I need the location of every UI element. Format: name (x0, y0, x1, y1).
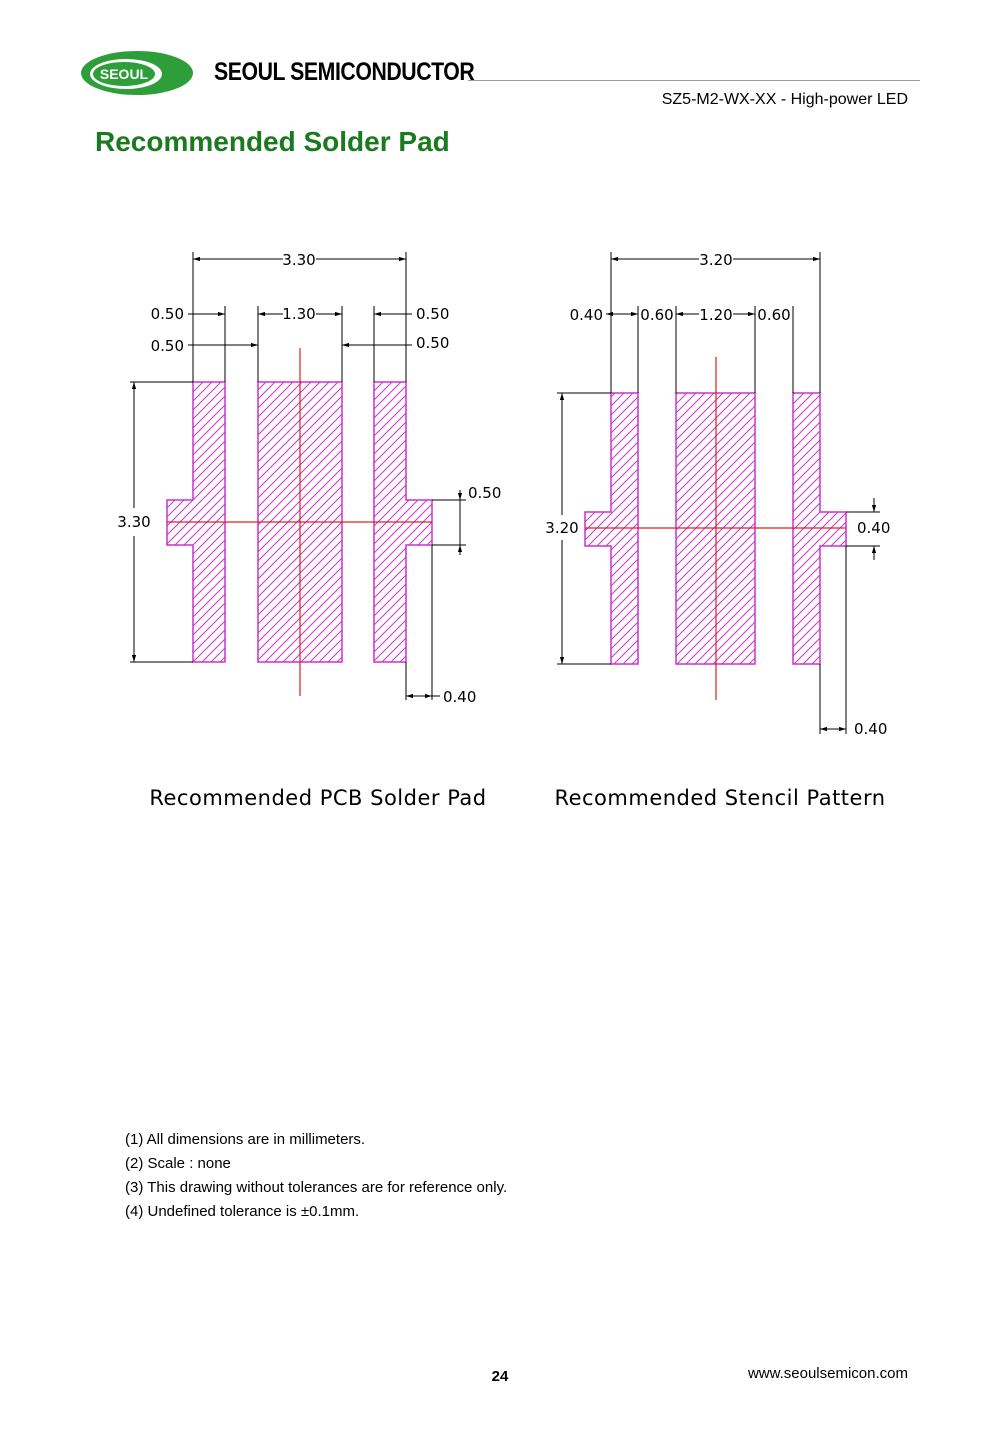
logo-text: SEOUL (100, 66, 149, 82)
pcb-caption: Recommended PCB Solder Pad (149, 786, 486, 810)
pcb-dim-right-pad: 0.50 (416, 305, 449, 323)
notes-list: (1) All dimensions are in millimeters. (… (125, 1128, 507, 1224)
pcb-dim-center-pad: 1.30 (282, 305, 315, 323)
note-item: (2) Scale : none (125, 1155, 231, 1172)
stencil-dim-left-gap: 0.60 (640, 306, 673, 324)
brand-name: SEOUL SEMICONDUCTOR (214, 58, 475, 86)
stencil-dim-right-gap: 0.60 (757, 306, 790, 324)
pcb-dim-tab-height: 0.50 (468, 484, 501, 502)
seoul-logo: SEOUL (81, 51, 193, 95)
stencil-dim-total-width: 3.20 (699, 251, 732, 269)
solder-pad-drawing: 3.30 0.50 1.30 0.50 0.50 0.50 3.30 0.50 … (117, 251, 890, 810)
pcb-solder-pad-figure: 3.30 0.50 1.30 0.50 0.50 0.50 3.30 0.50 … (117, 251, 501, 810)
note-item: (3) This drawing without tolerances are … (125, 1179, 508, 1196)
note-item: (1) All dimensions are in millimeters. (125, 1131, 366, 1148)
pcb-dim-left-pad: 0.50 (151, 305, 184, 323)
page-number: 24 (491, 1368, 509, 1385)
pcb-dim-tab-length: 0.40 (443, 688, 476, 706)
note-item: (4) Undefined tolerance is ±0.1mm. (125, 1203, 360, 1220)
pcb-dim-left-gap: 0.50 (151, 337, 184, 355)
pcb-dim-height: 3.30 (117, 513, 150, 531)
document-subtitle: SZ5-M2-WX-XX - High-power LED (661, 91, 908, 108)
pcb-dim-right-gap: 0.50 (416, 334, 449, 352)
stencil-dim-tab-height: 0.40 (857, 519, 890, 537)
stencil-dim-left-pad: 0.40 (570, 306, 603, 324)
header-divider (468, 80, 920, 81)
stencil-pattern-figure: 3.20 0.40 0.60 1.20 0.60 3.20 0.40 0.40 … (545, 251, 890, 810)
stencil-dim-height: 3.20 (545, 519, 578, 537)
stencil-caption: Recommended Stencil Pattern (554, 786, 885, 810)
pcb-dim-total-width: 3.30 (282, 251, 315, 269)
website-url: www.seoulsemicon.com (747, 1365, 908, 1382)
stencil-dim-center-pad: 1.20 (699, 306, 732, 324)
stencil-dim-tab-length: 0.40 (854, 720, 887, 738)
page-title: Recommended Solder Pad (95, 126, 450, 157)
